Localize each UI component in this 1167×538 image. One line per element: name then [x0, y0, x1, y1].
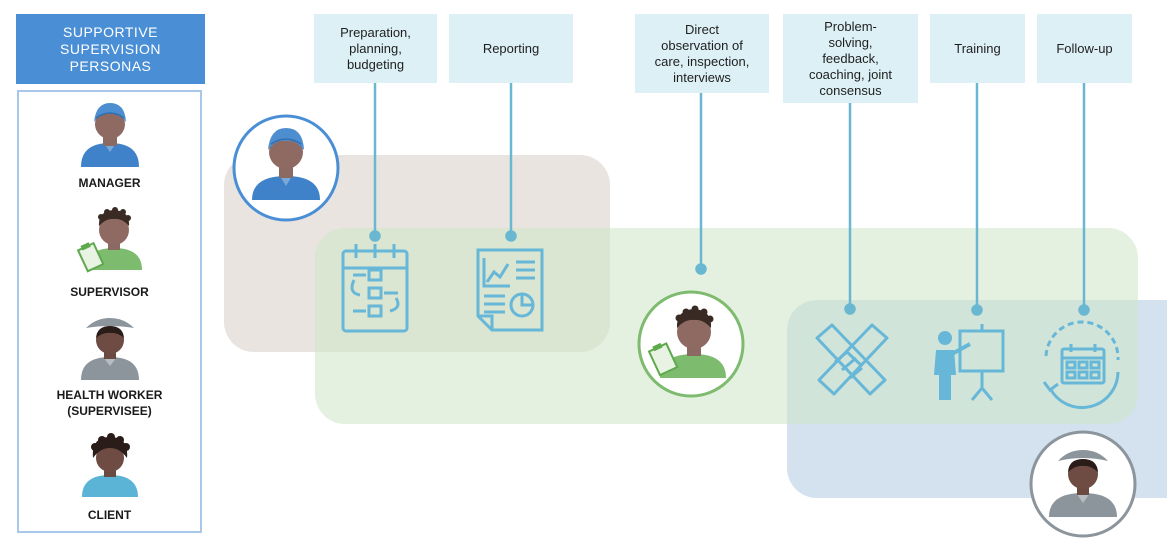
step-problem-solving-line-1: Problem-: [824, 18, 877, 34]
step-preparation-line-1: Preparation,: [340, 24, 411, 40]
connector-dot-problem-solving: [844, 303, 856, 315]
step-observation-box: Direct observation of care, inspection, …: [635, 14, 769, 93]
persona-label-supervisor: SUPERVISOR: [70, 285, 149, 299]
step-problem-solving-line-2: solving,: [828, 34, 873, 50]
step-preparation-line-2: planning,: [349, 40, 402, 56]
step-observation-line-4: interviews: [673, 69, 731, 85]
step-problem-solving-box: Problem- solving, feedback, coaching, jo…: [783, 14, 918, 103]
step-observation-line-1: Direct: [685, 21, 719, 37]
persona-legend: [17, 90, 202, 533]
handshake-icon: [815, 323, 889, 396]
health-worker-circle-avatar: [1029, 430, 1137, 538]
step-follow-up-box: Follow-up: [1037, 14, 1132, 83]
report-document-icon: [476, 248, 544, 332]
step-follow-up-line-1: Follow-up: [1056, 40, 1113, 56]
diagram-title: SUPPORTIVE SUPERVISION PERSONAS: [16, 14, 205, 84]
step-preparation-box: Preparation, planning, budgeting: [314, 14, 437, 83]
client-avatar-icon: [82, 433, 138, 497]
connector-dot-reporting: [505, 230, 517, 242]
persona-label-health-worker: HEALTH WORKER: [56, 388, 163, 402]
step-observation-line-2: observation of: [661, 37, 743, 53]
step-reporting-line-1: Reporting: [482, 40, 540, 56]
health-worker-avatar-icon: [81, 318, 139, 380]
connector-dot-training: [971, 304, 983, 316]
step-problem-solving-line-5: consensus: [819, 82, 882, 98]
persona-label-manager: MANAGER: [78, 176, 141, 190]
step-observation-line-3: care, inspection,: [654, 53, 750, 69]
step-preparation-line-3: budgeting: [346, 56, 405, 72]
manager-avatar-icon: [81, 103, 139, 167]
persona-label-health-worker-sub: (SUPERVISEE): [67, 404, 152, 418]
step-training-line-1: Training: [954, 40, 1001, 56]
step-problem-solving-line-4: coaching, joint: [808, 66, 893, 82]
connector-dot-follow-up: [1078, 304, 1090, 316]
step-training-box: Training: [930, 14, 1025, 83]
supervisor-avatar-icon: [76, 207, 142, 273]
manager-circle-avatar: [232, 114, 340, 222]
title-line-3: PERSONAS: [69, 57, 152, 74]
supervisor-circle-avatar: [637, 290, 745, 398]
title-line-1: SUPPORTIVE: [63, 23, 158, 40]
title-line-2: SUPERVISION: [60, 40, 161, 57]
persona-label-client: CLIENT: [87, 508, 132, 522]
planning-board-icon: [341, 244, 409, 333]
step-reporting-box: Reporting: [449, 14, 573, 83]
presentation-icon: [934, 324, 1005, 401]
step-problem-solving-line-3: feedback,: [822, 50, 879, 66]
connector-dot-observation: [695, 263, 707, 275]
calendar-cycle-icon: [1042, 320, 1120, 409]
connector-dot-preparation: [369, 230, 381, 242]
